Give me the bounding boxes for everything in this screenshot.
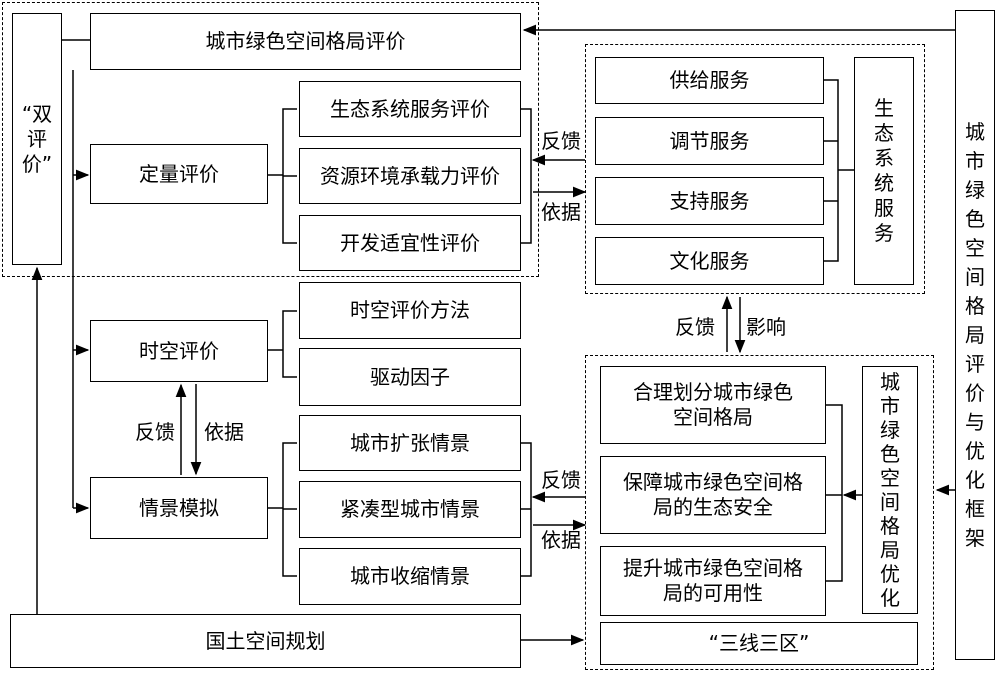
- green-pattern-optimization-box: 城市绿色空间格局优化: [862, 366, 918, 614]
- spatiotemporal-evaluation-box: 时空评价: [90, 320, 268, 382]
- regulating-service-box: 调节服务: [595, 117, 824, 165]
- three-lines-three-zones-box: “三线三区”: [600, 622, 918, 665]
- label-feedback-mid: 反馈: [675, 315, 715, 339]
- expansion-scenario-box: 城市扩张情景: [299, 415, 521, 471]
- eco-service-evaluation-box: 生态系统服务评价: [299, 81, 521, 137]
- bracket-eco: [824, 79, 839, 262]
- development-suitability-box: 开发适宜性评价: [299, 215, 521, 271]
- cultural-service-box: 文化服务: [595, 237, 824, 285]
- label-basis-top: 依据: [541, 200, 581, 224]
- compact-city-scenario-box: 紧凑型城市情景: [299, 481, 521, 538]
- eco-service-group: [585, 44, 925, 294]
- quantitative-evaluation-box: 定量评价: [90, 144, 268, 204]
- territorial-planning-box: 国土空间规划: [10, 614, 521, 668]
- divide-pattern-box: 合理划分城市绿色空间格局: [600, 366, 826, 444]
- eco-system-service-box: 生态系统服务: [854, 57, 914, 285]
- resource-capacity-evaluation-box: 资源环境承载力评价: [299, 148, 521, 204]
- dual-evaluation-box: “双评价”: [12, 13, 62, 265]
- scenario-simulation-box: 情景模拟: [90, 477, 268, 539]
- label-feedback-bottom: 反馈: [541, 468, 581, 492]
- optimization-group: [585, 355, 934, 670]
- supporting-service-box: 支持服务: [595, 177, 824, 225]
- urban-green-evaluation-box: 城市绿色空间格局评价: [90, 13, 521, 70]
- label-basis-bottom: 依据: [541, 528, 581, 552]
- dual-evaluation-group: [2, 2, 539, 277]
- label-feedback-top: 反馈: [541, 129, 581, 153]
- supply-service-box: 供给服务: [595, 57, 824, 104]
- framework-box: 城市绿色空间格局评价与优化框架: [955, 10, 995, 660]
- shrinking-city-scenario-box: 城市收缩情景: [299, 548, 521, 605]
- usability-box: 提升城市绿色空间格局的可用性: [600, 546, 826, 616]
- label-basis-st: 依据: [204, 420, 244, 444]
- label-feedback-st: 反馈: [135, 420, 175, 444]
- driving-factor-box: 驱动因子: [299, 348, 521, 406]
- bracket-opt: [826, 404, 843, 582]
- bracket-st: [282, 310, 297, 378]
- ecological-security-box: 保障城市绿色空间格局的生态安全: [600, 456, 826, 534]
- spatiotemporal-method-box: 时空评价方法: [299, 282, 521, 339]
- bracket-right-quant: [521, 108, 532, 244]
- label-influence-mid: 影响: [746, 315, 786, 339]
